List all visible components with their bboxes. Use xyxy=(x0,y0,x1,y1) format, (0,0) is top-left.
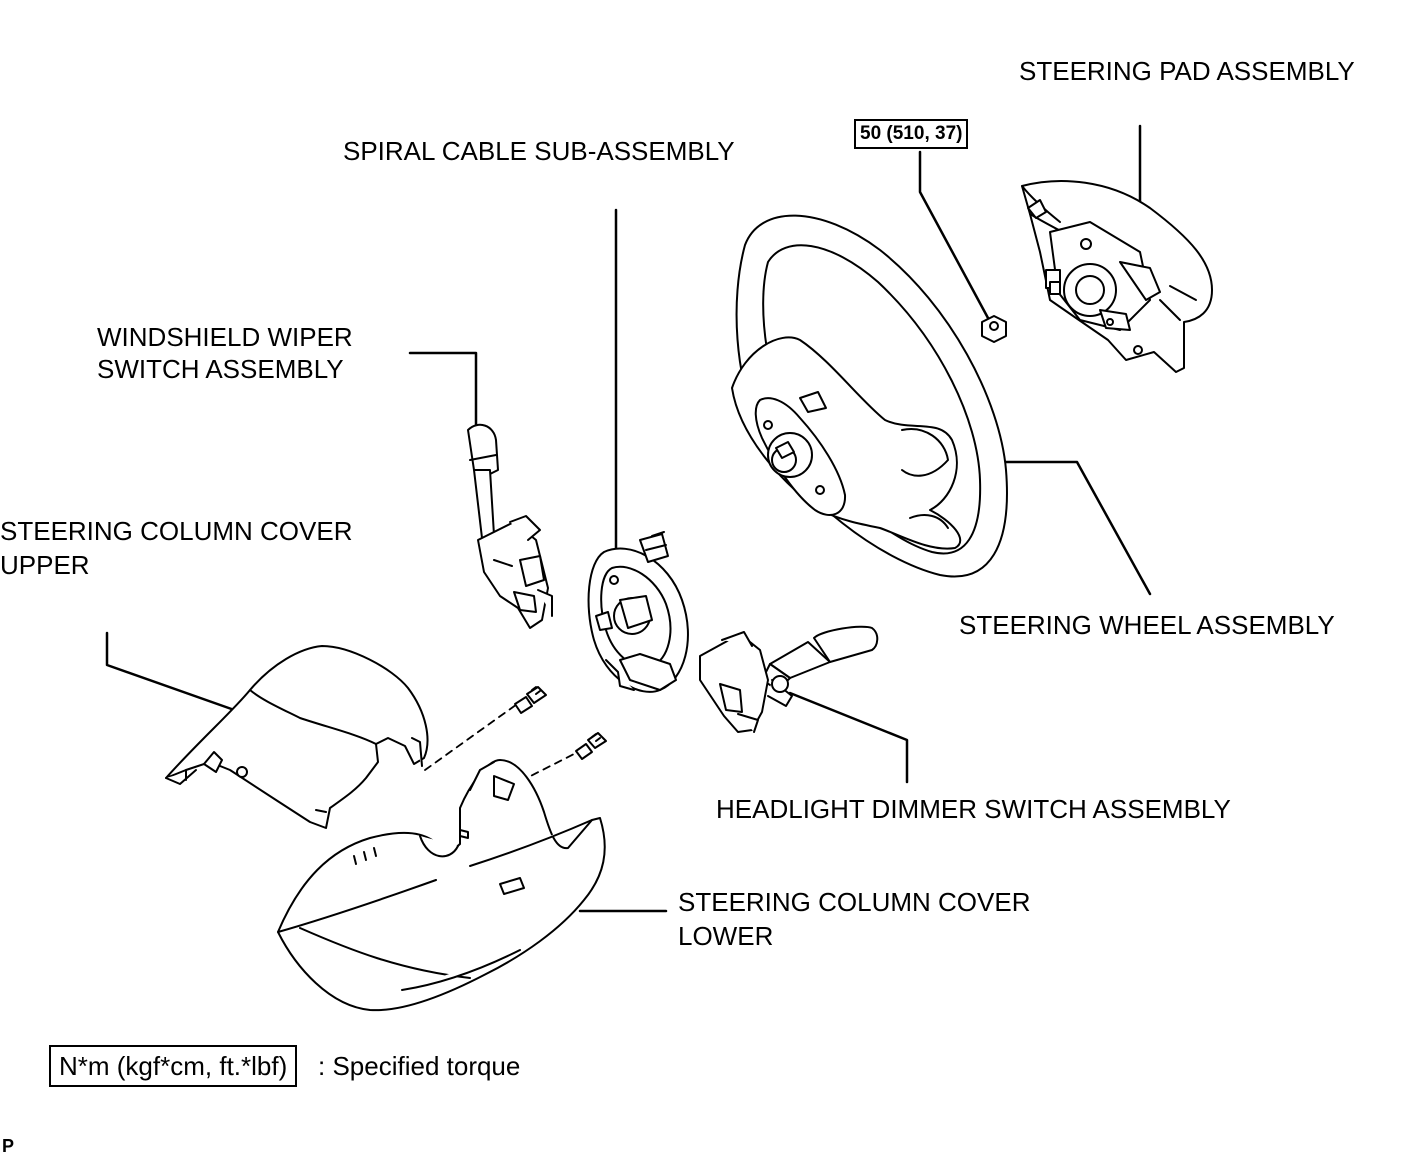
steering-wheel-assembly xyxy=(732,216,1007,577)
torque-spec-box: 50 (510, 37) xyxy=(854,119,969,149)
spiral-cable-sub-assembly xyxy=(589,532,688,692)
leader-lines xyxy=(107,126,1150,911)
label-windshield-wiper-line2: SWITCH ASSEMBLY xyxy=(97,354,344,384)
screw-lower xyxy=(576,733,606,759)
screw-upper xyxy=(515,687,546,713)
headlight-dimmer-switch-assembly xyxy=(700,627,877,732)
legend-description: : Specified torque xyxy=(318,1051,521,1081)
label-windshield-wiper-line1: WINDSHIELD WIPER xyxy=(97,322,353,352)
label-spiral-cable-sub-assembly: SPIRAL CABLE SUB-ASSEMBLY xyxy=(343,136,735,166)
leader-torque-nut xyxy=(920,152,988,318)
label-cover-upper-line1: STEERING COLUMN COVER xyxy=(0,516,353,546)
label-cover-lower-line1: STEERING COLUMN COVER xyxy=(678,887,1031,917)
label-steering-wheel-assembly: STEERING WHEEL ASSEMBLY xyxy=(959,610,1335,640)
torque-nut xyxy=(982,316,1006,342)
label-cover-upper-line2: UPPER xyxy=(0,550,90,580)
steering-pad-assembly xyxy=(1022,181,1212,372)
steering-column-cover-upper xyxy=(166,646,427,828)
legend-unit-box: N*m (kgf*cm, ft.*lbf) xyxy=(49,1045,298,1087)
screw-path-upper xyxy=(425,702,520,770)
label-headlight-dimmer-switch: HEADLIGHT DIMMER SWITCH ASSEMBLY xyxy=(716,794,1231,824)
label-cover-lower-line2: LOWER xyxy=(678,921,774,951)
steering-column-cover-lower xyxy=(278,760,605,1010)
figure-code: P xyxy=(2,1136,15,1156)
leader-steering-wheel xyxy=(1000,462,1150,594)
leader-headlight-switch xyxy=(790,693,907,782)
windshield-wiper-switch-assembly xyxy=(468,425,552,628)
leader-wiper-switch xyxy=(410,353,476,425)
label-steering-pad-assembly: STEERING PAD ASSEMBLY xyxy=(1019,56,1355,86)
leader-cover-upper xyxy=(107,633,240,712)
